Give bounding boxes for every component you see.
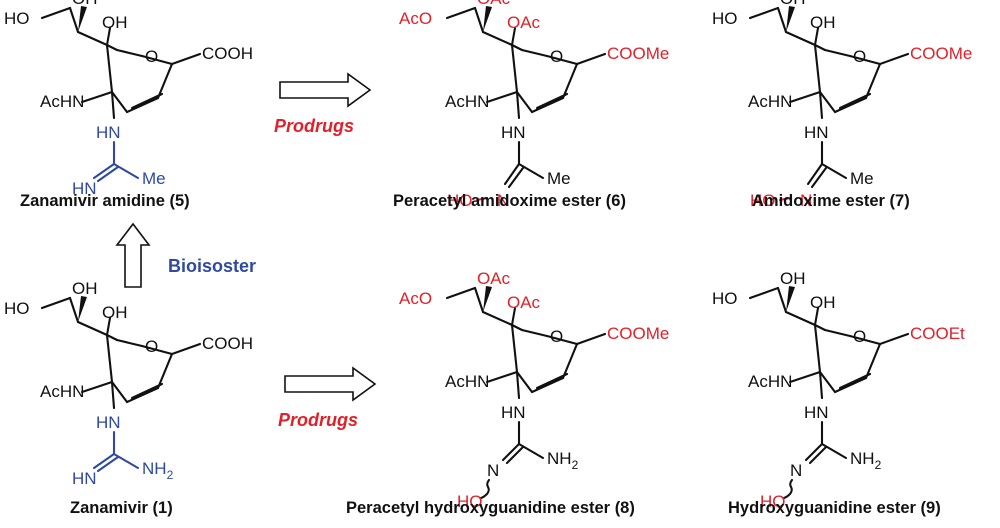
ring-oxygen-label: O (853, 47, 866, 66)
chain-acetoxy-label: AcO (399, 289, 432, 308)
ring-oxygen-label: O (550, 327, 563, 346)
bioisoster-label: Bioisoster (168, 256, 256, 276)
caption-zanamivir: Zanamivir (1) (70, 499, 173, 517)
ring-oxygen-label: O (145, 337, 158, 356)
hydroxy-label: HO (750, 191, 776, 210)
top-hydroxyl-label: OH (780, 269, 806, 288)
compound-peracetyl-hydroxyguanidine-ester: COOMe O OAc AcO OAc AcHN HN N NH2 HO (399, 269, 669, 511)
chain-hydroxyl-label: HO (712, 9, 738, 28)
acetamido-label: AcHN (40, 382, 84, 401)
prodrugs-label-top: Prodrugs (274, 116, 354, 136)
compound-amidoxime-ester: COOMe O OH HO OH AcHN HN HO N Me (712, 0, 972, 210)
amine-label: NH2 (547, 449, 579, 472)
top-acetoxy-label: OAc (477, 269, 511, 288)
caption-zanamivir-amidine: Zanamivir amidine (5) (20, 192, 190, 210)
nh-label: HN (501, 403, 526, 422)
compound-zanamivir: COOH O OH HO OH AcHN HN HN NH2 (4, 279, 253, 488)
ring-oxygen-label: O (145, 47, 158, 66)
caption-hydroxyguanidine-ester: Hydroxyguanidine ester (9) (728, 499, 941, 517)
imine-nitrogen-label: N (790, 461, 802, 480)
acetamido-label: AcHN (748, 372, 792, 391)
ester-group-label: COOMe (607, 44, 669, 63)
wavy-bond (479, 478, 491, 500)
top-hydroxyl-label: OH (780, 0, 806, 8)
acetamido-label: AcHN (445, 92, 489, 111)
chain-hydroxyl-label: HO (712, 289, 738, 308)
top-hydroxyl-label: OH (72, 0, 98, 8)
chain-hydroxyl-label: HO (4, 9, 30, 28)
top-hydroxyl-label: OH (72, 279, 98, 298)
bioisoster-arrow (115, 222, 151, 288)
top-acetoxy-label: OAc (477, 0, 511, 8)
methyl-label: Me (850, 169, 874, 188)
caption-amidoxime-ester: Amidoxime ester (7) (752, 192, 910, 210)
ring-hydroxyl-label: OH (810, 293, 836, 312)
nh-label: HN (804, 403, 829, 422)
oxime-nitrogen-label: N (800, 191, 812, 210)
chain-acetoxy-label: AcO (399, 9, 432, 28)
hydroxy-label: HO (760, 492, 786, 511)
compound-hydroxyguanidine-ester: COOEt O OH HO OH AcHN HN N NH2 HO (712, 269, 965, 511)
ring-hydroxyl-label: OH (810, 13, 836, 32)
acid-group-label: COOH (202, 44, 253, 63)
hydroxy-label: HO (457, 492, 483, 511)
acetamido-label: AcHN (40, 92, 84, 111)
caption-peracetyl-hydroxyguanidine-ester: Peracetyl hydroxyguanidine ester (8) (346, 499, 635, 517)
hydroxy-label: HO (447, 191, 473, 210)
ring-oxygen-label: O (550, 47, 563, 66)
caption-peracetyl-amidoxime-ester: Peracetyl amidoxime ester (6) (393, 192, 626, 210)
ring-oxygen-label: O (853, 327, 866, 346)
methyl-label: Me (142, 169, 166, 188)
acid-group-label: COOH (202, 334, 253, 353)
imine-label: HN (72, 469, 97, 488)
compound-peracetyl-amidoxime-ester: COOMe O OAc AcO OAc AcHN HN HO N Me (399, 0, 669, 210)
nh-label: HN (96, 123, 121, 142)
ester-group-label: COOMe (607, 324, 669, 343)
ring-acetoxy-label: OAc (507, 13, 541, 32)
ring-hydroxyl-label: OH (102, 303, 128, 322)
imine-nitrogen-label: N (487, 461, 499, 480)
methyl-label: Me (547, 169, 571, 188)
nh-label: HN (96, 413, 121, 432)
compound-zanamivir-amidine: COOH O OH HO OH AcHN HN HN Me (4, 0, 253, 198)
oxime-nitrogen-label: N (497, 191, 509, 210)
acetamido-label: AcHN (748, 92, 792, 111)
acetamido-label: AcHN (445, 372, 489, 391)
prodrugs-label-bottom: Prodrugs (278, 410, 358, 430)
imine-label: HN (72, 179, 97, 198)
ester-group-label: COOMe (910, 44, 972, 63)
ester-group-label: COOEt (910, 324, 965, 343)
ring-hydroxyl-label: OH (102, 13, 128, 32)
nh-label: HN (501, 123, 526, 142)
nh-label: HN (804, 123, 829, 142)
amine-label: NH2 (142, 459, 174, 482)
ring-acetoxy-label: OAc (507, 293, 541, 312)
prodrug-arrow-top (279, 72, 372, 108)
prodrug-arrow-bottom (284, 366, 377, 402)
amine-label: NH2 (850, 449, 882, 472)
wavy-bond (782, 478, 794, 500)
chain-hydroxyl-label: HO (4, 299, 30, 318)
